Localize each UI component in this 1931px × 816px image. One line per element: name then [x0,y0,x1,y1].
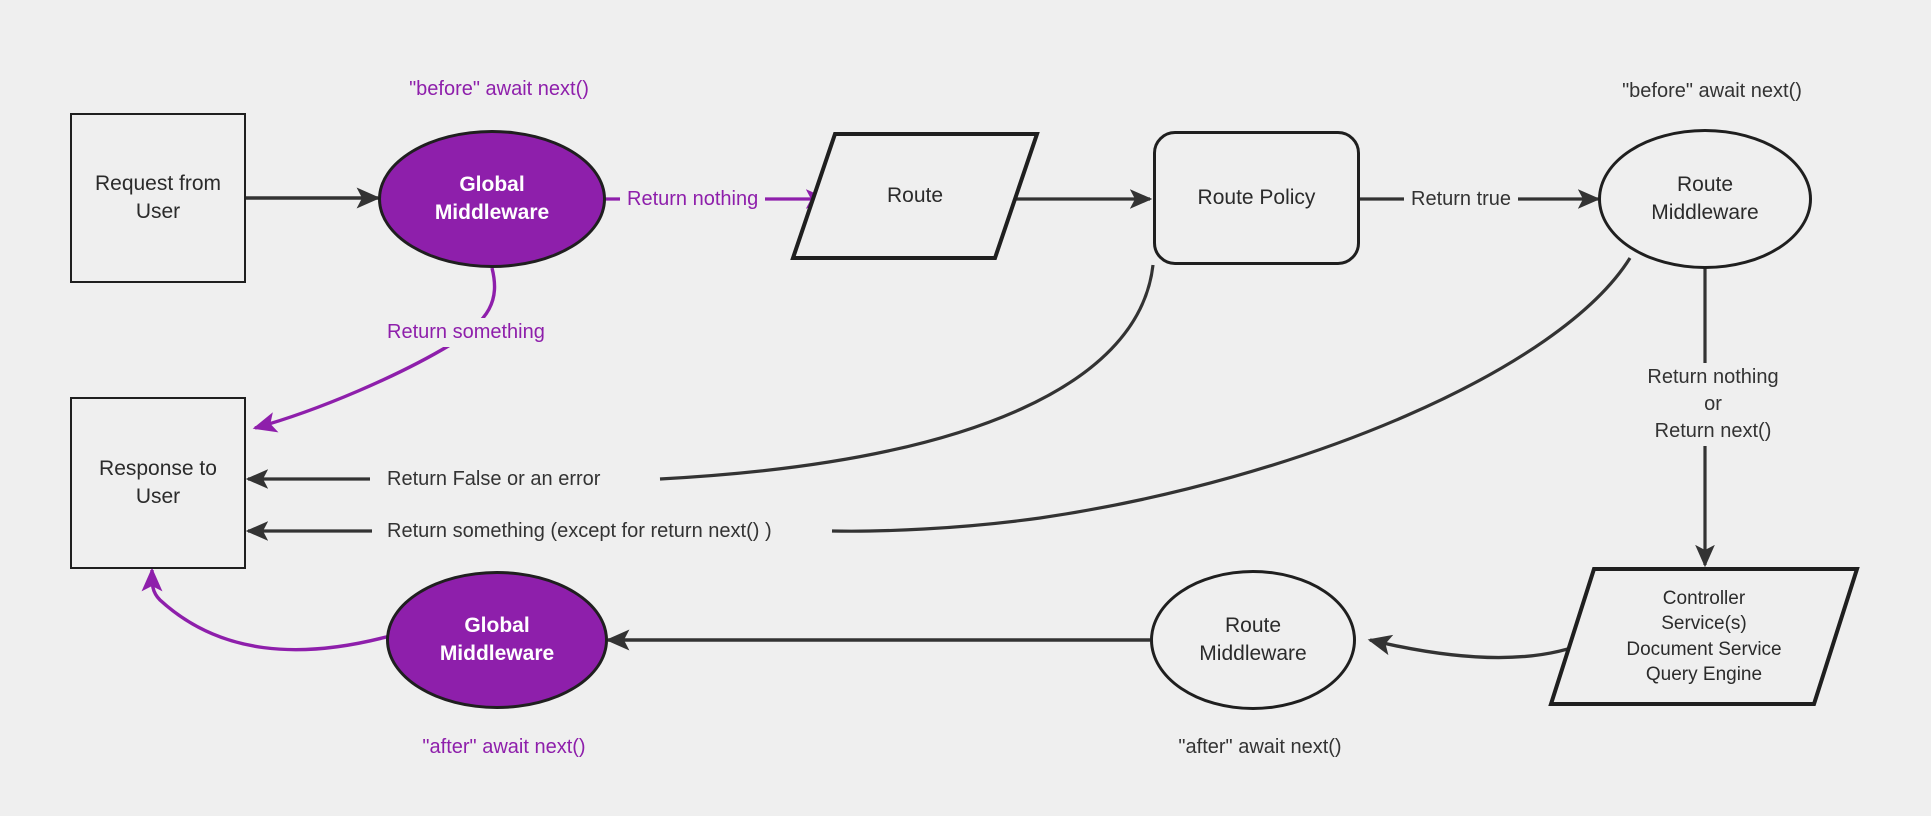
edge-label-return-something-global: Return something [380,318,552,347]
edge-global-middleware-after-to-response [141,567,391,652]
node-route-policy-label: Route Policy [1197,185,1316,209]
edge-label-return-false-or-error: Return False or an error [380,465,608,494]
edge-label-return-something-except-next: Return something (except for return next… [380,517,779,546]
annotation-before-await-next-route: "before" await next() [1622,80,1802,102]
annotation-after-await-next-global: "after" await next() [422,736,586,758]
node-route[interactable]: Route [790,131,1040,261]
edge-route-middleware-to-response-something [831,257,1632,533]
node-route-label: Route [886,183,944,207]
annotation-before-await-next-global: "before" await next() [409,78,589,100]
annotation-after-await-next-route: "after" await next() [1178,736,1342,758]
edge-route-policy-to-response-false [659,264,1155,481]
edge-label-return-nothing-global: Return nothing [620,185,766,214]
edge-label-return-true: Return true [1404,185,1519,214]
node-route-policy[interactable]: Route Policy [1153,131,1360,265]
edge-global-middleware-to-response-return-something [252,267,497,433]
